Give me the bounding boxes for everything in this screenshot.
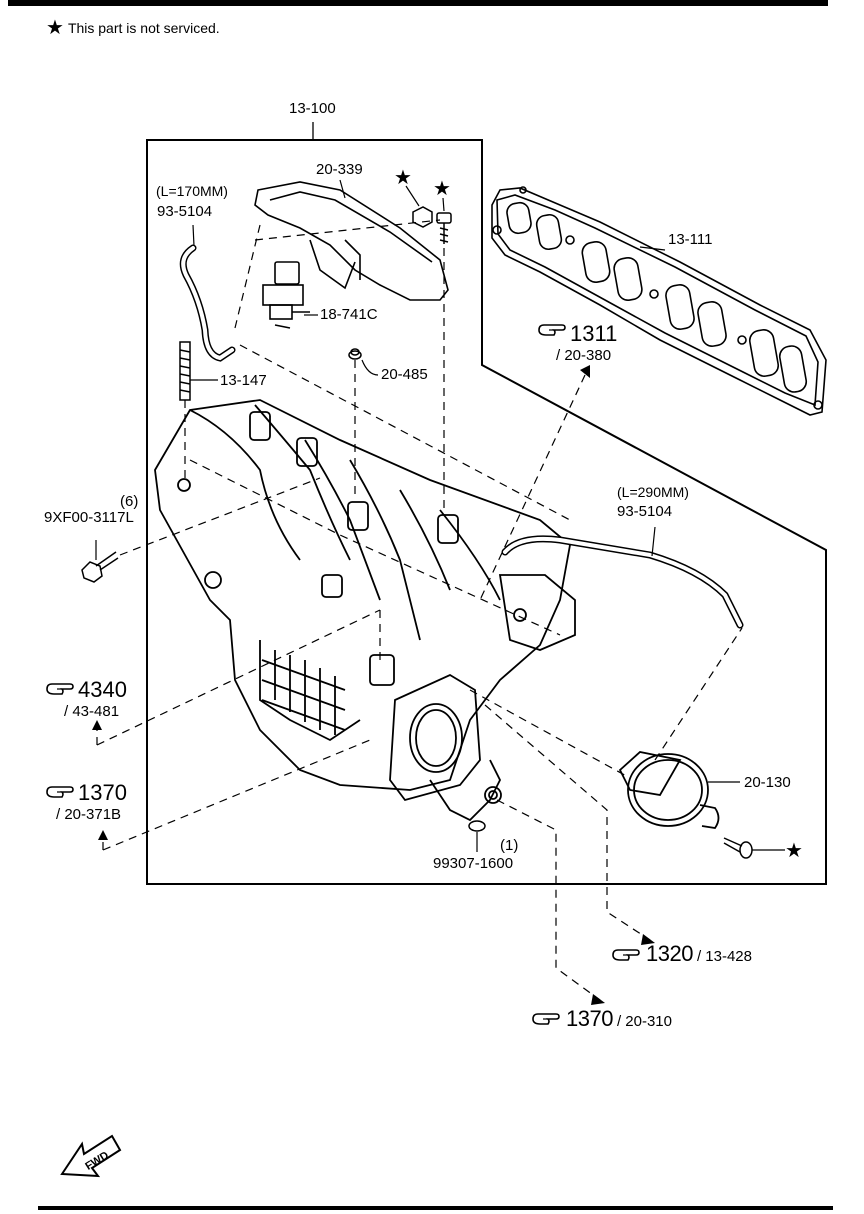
label-cover: 20-339 — [316, 161, 363, 178]
hand-pointer-icon — [612, 949, 640, 961]
bottom-rule — [38, 1206, 833, 1210]
cover-bolt — [436, 212, 452, 244]
label-hose-top-length: (L=170MM) — [156, 183, 228, 199]
top-rule — [8, 0, 828, 6]
star-icon: ★ — [46, 17, 64, 39]
vacuum-actuator — [618, 751, 720, 829]
label-hose-top-part: 93-5104 — [157, 203, 213, 220]
ref-4340-sub: / 43-481 — [64, 703, 120, 720]
grommet — [348, 348, 362, 360]
ref-4340-main: 4340 — [78, 677, 127, 702]
ref-1311-sub: / 20-380 — [556, 347, 612, 364]
label-oring-qty: (1) — [500, 837, 519, 854]
not-serviced-note: ★ This part is not serviced. — [46, 17, 220, 39]
label-stud: 13-147 — [220, 372, 267, 389]
manifold-bolt — [81, 551, 119, 583]
label-oring-part: 99307-1600 — [433, 855, 514, 872]
star-icon: ★ — [785, 838, 803, 862]
hand-pointer-icon — [538, 324, 566, 336]
cover-nut — [412, 206, 433, 228]
ref-1370b-sub: / 20-310 — [616, 1013, 672, 1030]
manifold-cover — [254, 181, 449, 301]
star-icon: ★ — [394, 165, 412, 189]
ref-1320-sub: / 13-428 — [696, 948, 752, 965]
label-bolt-qty: (6) — [120, 493, 139, 510]
manifold-gasket — [491, 186, 827, 416]
label-hose-right-part: 93-5104 — [617, 503, 673, 520]
ref-1370-b[interactable]: 1370 / 20-310 — [566, 1006, 672, 1032]
actuator-screw — [723, 837, 753, 859]
label-assembly: 13-100 — [289, 100, 336, 117]
label-gasket: 13-111 — [668, 231, 713, 248]
fwd-arrow-icon: FWD — [60, 1134, 122, 1178]
ref-4340[interactable]: 4340 / 43-481 — [64, 677, 127, 720]
hand-pointer-icon — [532, 1013, 560, 1025]
note-text: This part is not serviced. — [67, 20, 220, 36]
stud — [179, 341, 191, 401]
label-grommet: 20-485 — [381, 366, 428, 383]
throttle-body — [389, 673, 502, 822]
label-actuator: 20-130 — [744, 774, 791, 791]
ref-1311-main: 1311 — [570, 321, 618, 346]
hand-pointer-icon — [46, 786, 74, 798]
label-bolt-part: 9XF00-3117L — [44, 509, 134, 526]
label-solenoid: 18-741C — [320, 306, 378, 323]
star-icon: ★ — [433, 176, 451, 200]
o-ring — [468, 820, 486, 832]
hand-pointer-icon — [46, 683, 74, 695]
assembly-boundary — [146, 139, 827, 885]
ref-1370a-sub: / 20-371B — [56, 806, 122, 823]
ref-1320-main: 1320 — [646, 941, 693, 966]
ref-1370a-main: 1370 — [78, 780, 127, 805]
ref-1370b-main: 1370 — [566, 1006, 613, 1031]
solenoid-valve — [262, 261, 310, 329]
intake-manifold — [154, 399, 576, 791]
ref-1370-a[interactable]: 1370 / 20-371B — [56, 780, 127, 823]
ref-1320[interactable]: 1320 / 13-428 — [646, 941, 752, 967]
label-hose-right-length: (L=290MM) — [617, 484, 689, 500]
ref-1311[interactable]: 1311 / 20-380 — [556, 321, 618, 364]
